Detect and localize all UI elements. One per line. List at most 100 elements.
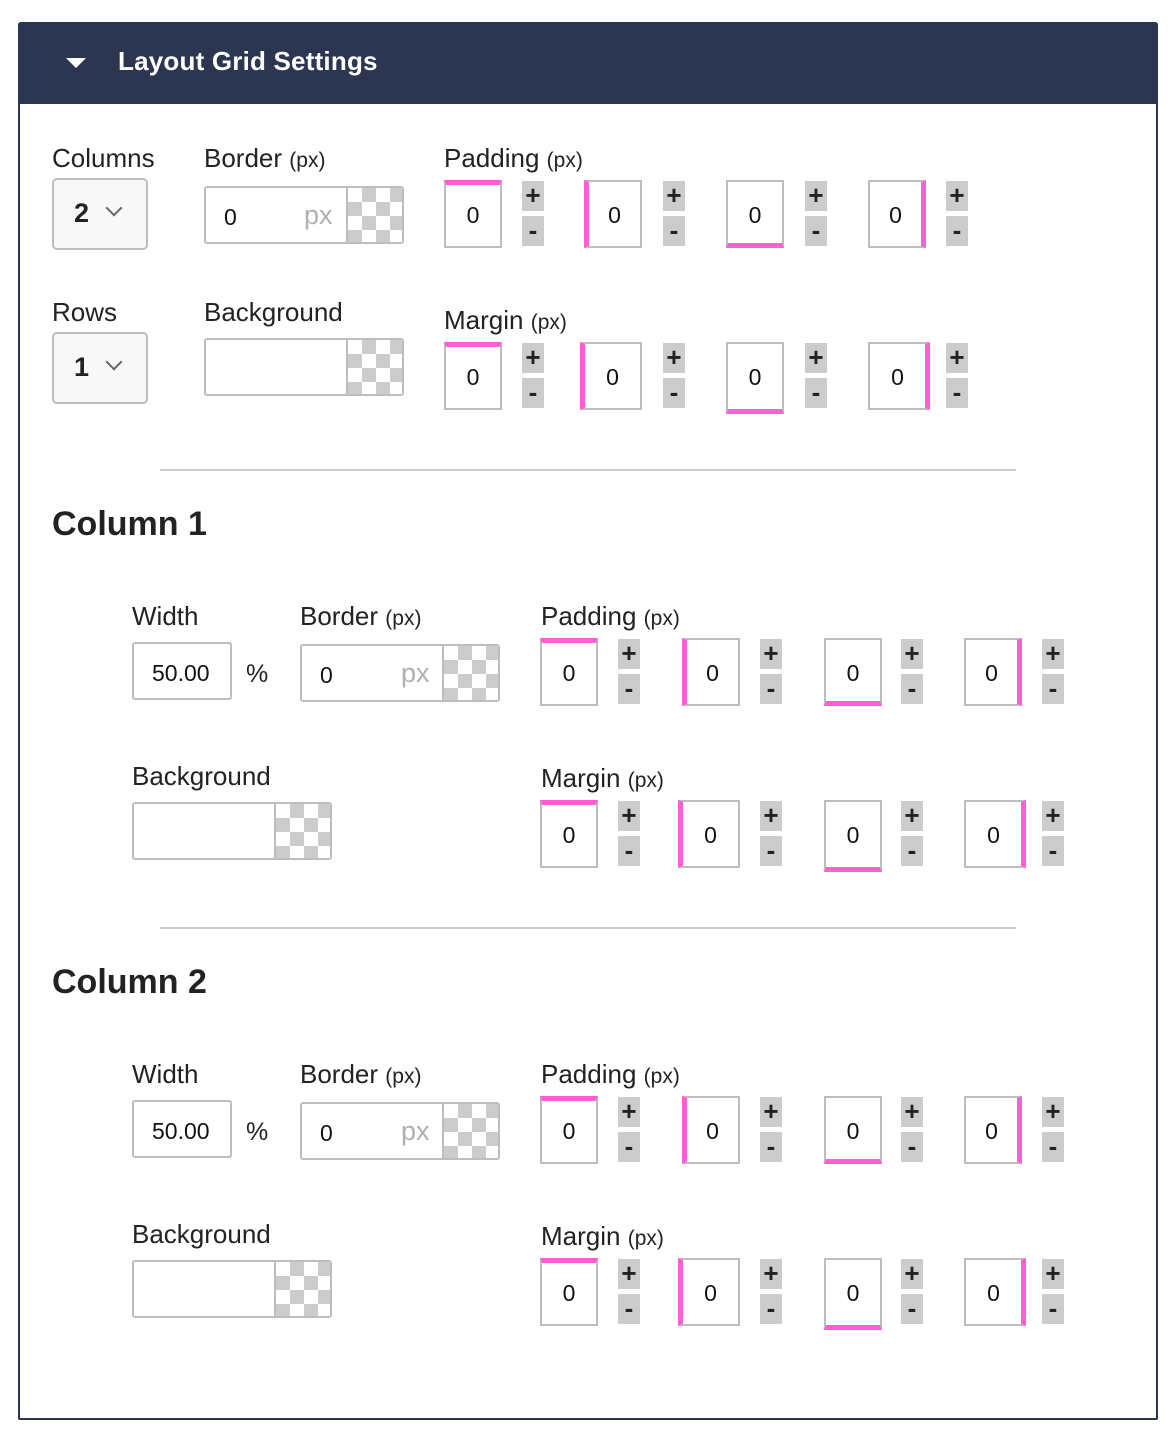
grid-margin-top-increment[interactable]: + [522,343,544,373]
column-2-background-color-swatch[interactable] [274,1262,330,1316]
grid-margin-right-increment[interactable]: + [946,343,968,373]
column-2-margin-top-decrement[interactable]: - [618,1294,640,1324]
column-2-border-input[interactable]: 0 px [300,1102,500,1160]
column-2-padding-top-input[interactable]: 0 [540,1096,598,1164]
column-1-border-color-swatch[interactable] [442,646,498,700]
grid-margin-right-input[interactable]: 0 [868,342,930,410]
grid-padding-top-increment[interactable]: + [522,181,544,211]
column-2-padding-left-decrement[interactable]: - [760,1132,782,1162]
column-1-padding-right-input[interactable]: 0 [964,638,1022,706]
caret-down-icon[interactable] [66,58,86,68]
column-2-margin-top-increment[interactable]: + [618,1259,640,1289]
column-2-padding-bottom-input[interactable]: 0 [824,1096,882,1164]
column-2-margin-left-increment[interactable]: + [760,1259,782,1289]
grid-margin-left-decrement[interactable]: - [663,378,685,408]
grid-border-input[interactable]: 0 px [204,186,404,244]
plus-icon: + [949,180,965,210]
column-2-width-value: 50.00 [152,1118,210,1144]
column-1-margin-top-increment[interactable]: + [618,801,640,831]
column-2-padding-left-increment[interactable]: + [760,1097,782,1127]
grid-margin-bottom-decrement[interactable]: - [805,378,827,408]
column-2-margin-right-decrement[interactable]: - [1042,1294,1064,1324]
grid-margin-bottom-increment[interactable]: + [805,343,827,373]
column-1-width-input[interactable]: 50.00 [132,642,232,700]
column-2-width-input[interactable]: 50.00 [132,1100,232,1158]
grid-margin-top-decrement[interactable]: - [522,378,544,408]
column-2-margin-bottom-input[interactable]: 0 [824,1258,882,1330]
column-2-margin-bottom-increment[interactable]: + [901,1259,923,1289]
grid-padding-right-increment[interactable]: + [946,181,968,211]
column-1-padding-bottom-input[interactable]: 0 [824,638,882,706]
value: 0 [466,202,480,228]
plus-icon: + [808,180,824,210]
column-2-padding-bottom-increment[interactable]: + [901,1097,923,1127]
column-1-padding-bottom-decrement[interactable]: - [901,674,923,704]
column-2-margin-top-input[interactable]: 0 [540,1258,598,1326]
column-1-margin-left-decrement[interactable]: - [760,836,782,866]
grid-background-input[interactable] [204,338,404,396]
column-1-padding-left-decrement[interactable]: - [760,674,782,704]
column-1-margin-left-increment[interactable]: + [760,801,782,831]
plus-icon: + [763,1258,779,1288]
grid-padding-bottom-increment[interactable]: + [805,181,827,211]
column-2-padding-top-increment[interactable]: + [618,1097,640,1127]
grid-padding-bottom-decrement[interactable]: - [805,216,827,246]
column-2-margin-right-increment[interactable]: + [1042,1259,1064,1289]
column-2-border-color-swatch[interactable] [442,1104,498,1158]
grid-padding-left-increment[interactable]: + [663,181,685,211]
column-1-margin-right-decrement[interactable]: - [1042,836,1064,866]
column-1-border-input[interactable]: 0 px [300,644,500,702]
column-1-margin-right-input[interactable]: 0 [964,800,1026,868]
column-2-padding-left-input[interactable]: 0 [682,1096,740,1164]
grid-border-color-swatch[interactable] [346,188,402,242]
grid-margin-left-increment[interactable]: + [663,343,685,373]
column-2-background-input[interactable] [132,1260,332,1318]
grid-padding-left-decrement[interactable]: - [663,216,685,246]
column-1-padding-top-decrement[interactable]: - [618,674,640,704]
column-1-padding-bottom-increment[interactable]: + [901,639,923,669]
column-2-margin-left-decrement[interactable]: - [760,1294,782,1324]
grid-padding-top-input[interactable]: 0 [444,180,502,248]
grid-padding-left-input[interactable]: 0 [584,180,642,248]
column-2-padding-right-input[interactable]: 0 [964,1096,1022,1164]
column-2-padding-bottom-decrement[interactable]: - [901,1132,923,1162]
column-2-margin-right-input[interactable]: 0 [964,1258,1026,1326]
column-1-margin-bottom-input[interactable]: 0 [824,800,882,872]
unit: (px) [385,607,422,630]
column-1-margin-bottom-decrement[interactable]: - [901,836,923,866]
column-1-margin-bottom-increment[interactable]: + [901,801,923,831]
grid-border-unit: (px) [289,149,326,172]
column-1-padding-left-increment[interactable]: + [760,639,782,669]
column-1-padding-top-increment[interactable]: + [618,639,640,669]
column-1-background-color-swatch[interactable] [274,804,330,858]
value: 0 [748,364,762,390]
grid-padding-right-decrement[interactable]: - [946,216,968,246]
column-1-margin-top-input[interactable]: 0 [540,800,598,868]
columns-select[interactable]: 2 [52,178,148,250]
grid-border-value: 0 [224,204,237,230]
grid-margin-top-input[interactable]: 0 [444,342,502,410]
column-2-padding-top-decrement[interactable]: - [618,1132,640,1162]
grid-padding-top-decrement[interactable]: - [522,216,544,246]
grid-margin-bottom-input[interactable]: 0 [726,342,784,414]
column-2-padding-right-decrement[interactable]: - [1042,1132,1064,1162]
column-2-padding-right-increment[interactable]: + [1042,1097,1064,1127]
column-1-padding-left-input[interactable]: 0 [682,638,740,706]
column-2-margin-left-input[interactable]: 0 [678,1258,740,1326]
rows-select[interactable]: 1 [52,332,148,404]
column-1-padding-right-decrement[interactable]: - [1042,674,1064,704]
grid-margin-right-decrement[interactable]: - [946,378,968,408]
column-2-border-suffix: px [401,1116,430,1146]
column-1-padding-right-increment[interactable]: + [1042,639,1064,669]
column-1-margin-right-increment[interactable]: + [1042,801,1064,831]
column-1-margin-left-input[interactable]: 0 [678,800,740,868]
grid-background-color-swatch[interactable] [346,340,402,394]
grid-padding-right-input[interactable]: 0 [868,180,926,248]
column-1-padding-top-input[interactable]: 0 [540,638,598,706]
column-1-background-input[interactable] [132,802,332,860]
column-2-margin-bottom-decrement[interactable]: - [901,1294,923,1324]
grid-margin-left-input[interactable]: 0 [580,342,642,410]
panel-header[interactable]: Layout Grid Settings [18,22,1158,104]
grid-padding-bottom-input[interactable]: 0 [726,180,784,248]
column-1-margin-top-decrement[interactable]: - [618,836,640,866]
